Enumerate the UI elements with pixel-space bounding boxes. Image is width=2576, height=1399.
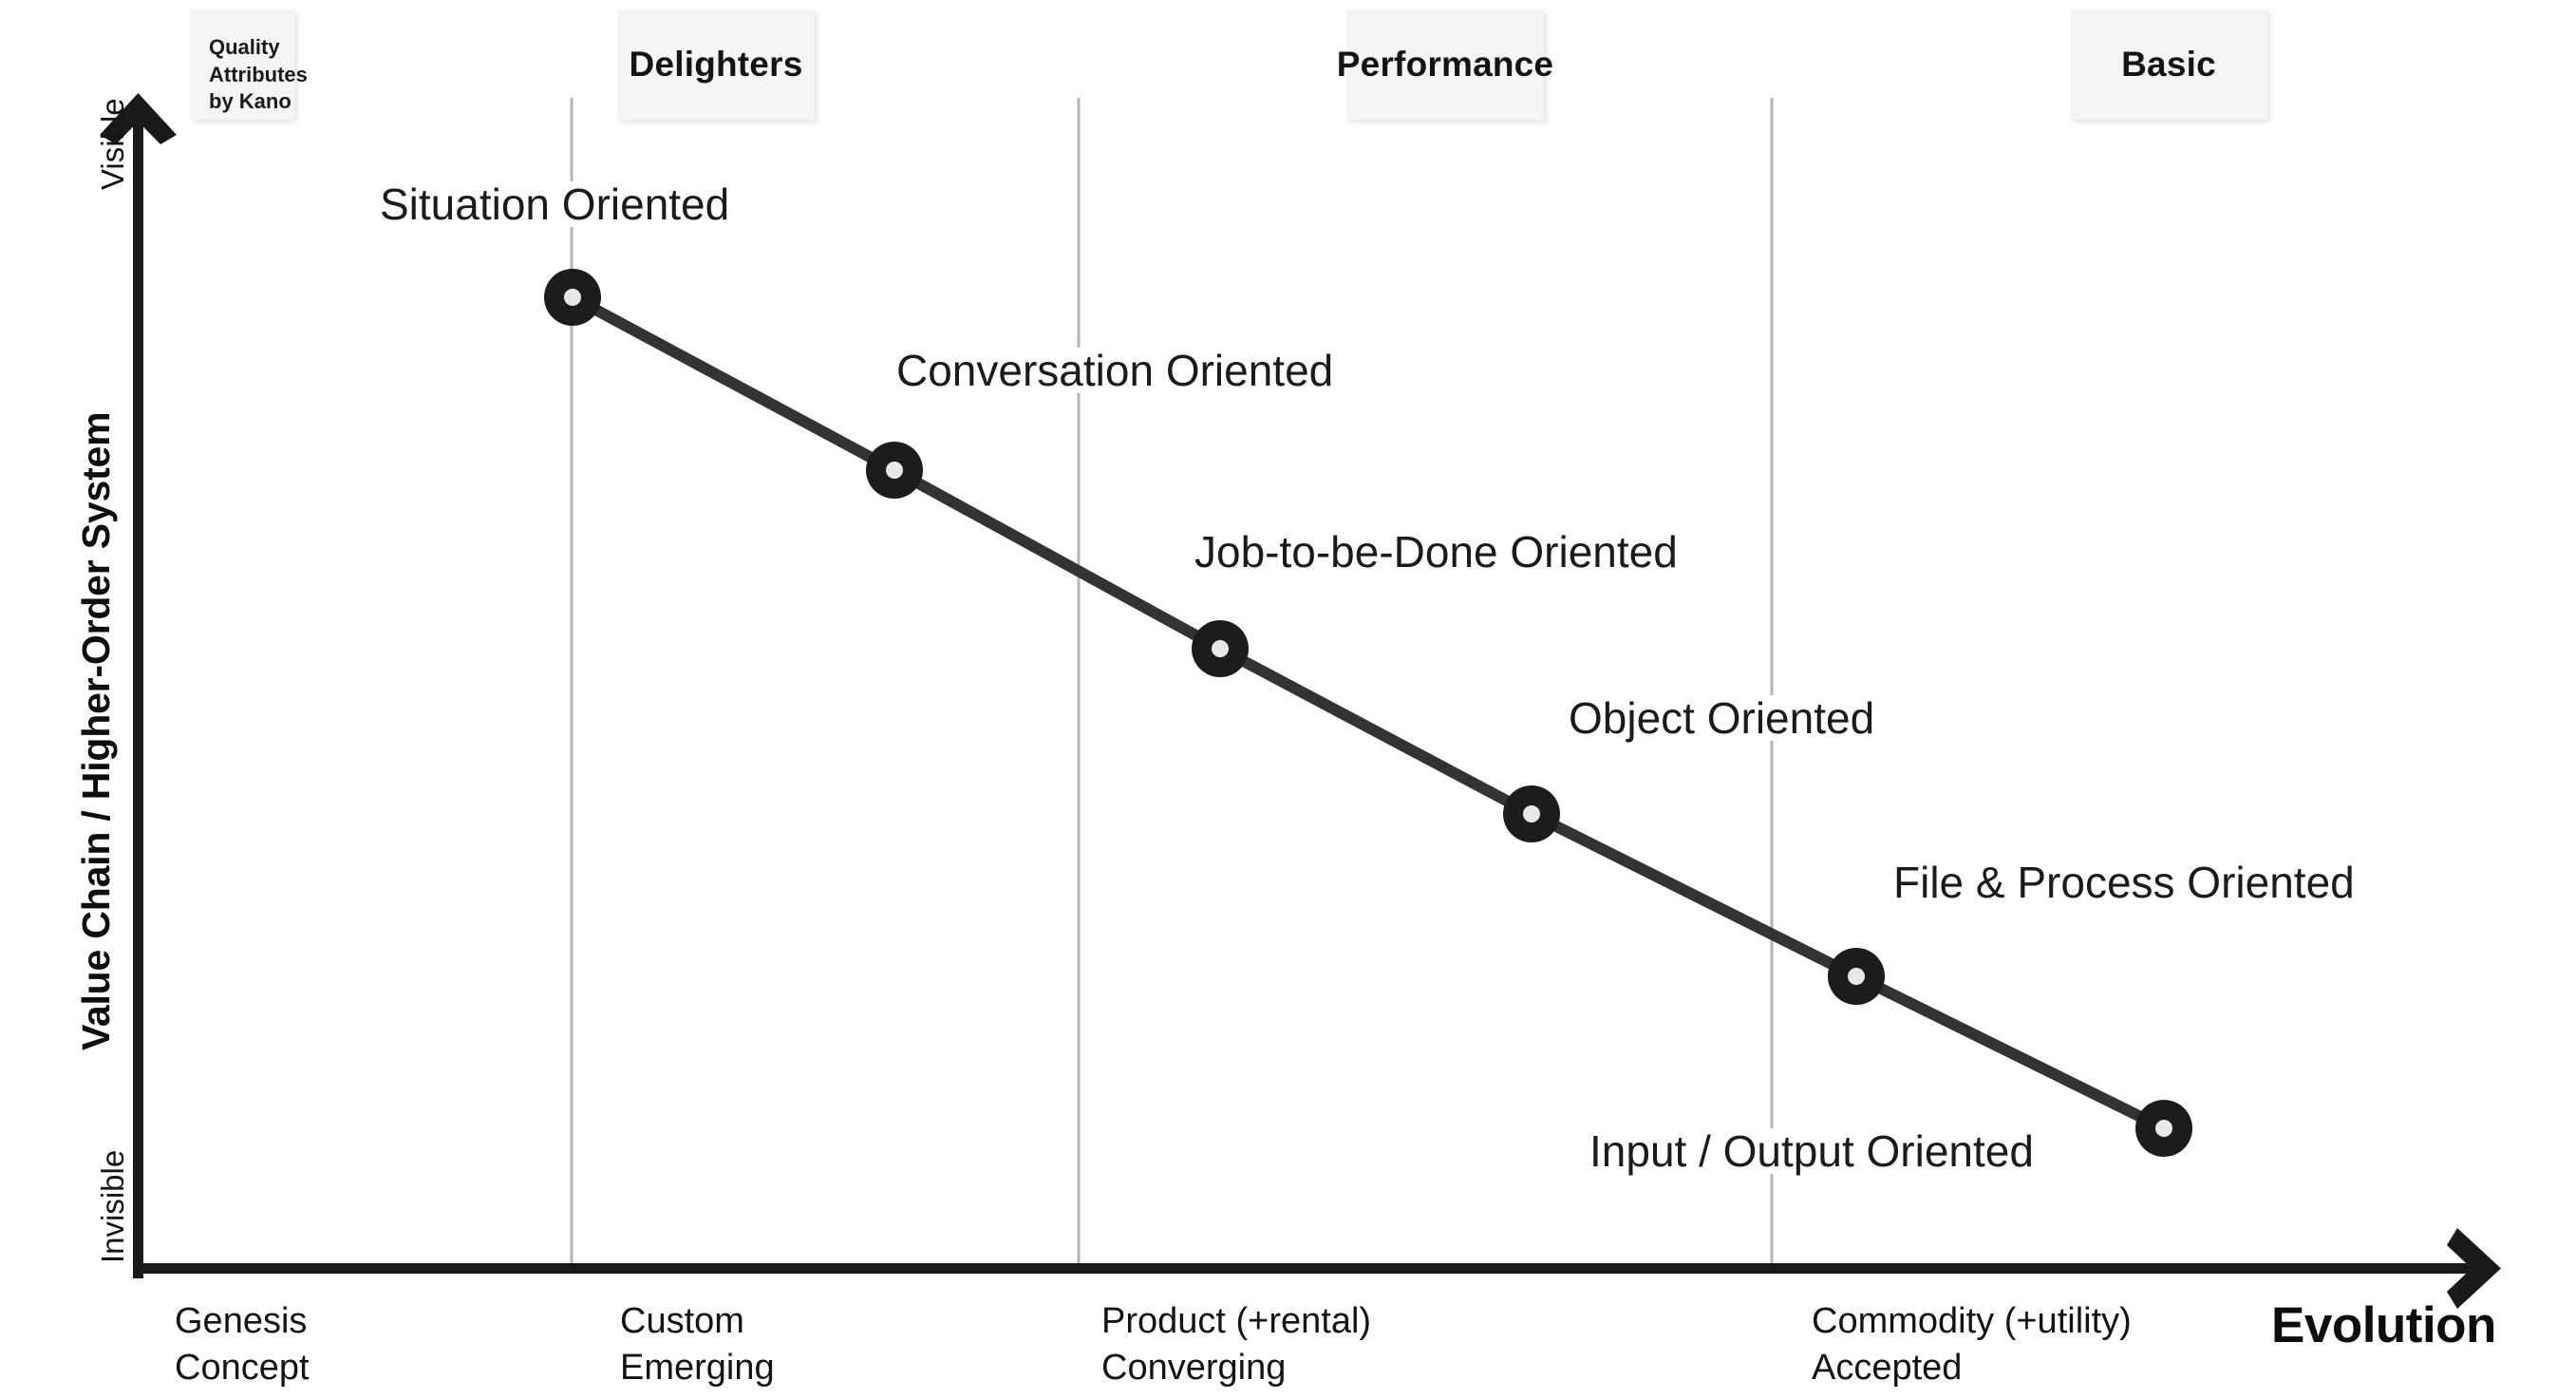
data-point[interactable]: [1503, 785, 1560, 842]
data-point[interactable]: [866, 442, 923, 499]
series-line: [567, 292, 2170, 1134]
band-basic: Basic: [2070, 9, 2267, 120]
x-tick-genesis: Genesis Concept: [175, 1301, 310, 1388]
x-axis: [133, 1228, 2501, 1309]
data-point[interactable]: [1828, 948, 1885, 1005]
data-point[interactable]: [2135, 1100, 2192, 1157]
data-point[interactable]: [544, 269, 601, 326]
kano-note-text: Quality Attributes by Kano: [209, 35, 308, 114]
band-basic-label: Basic: [2121, 45, 2216, 84]
band-performance-label: Performance: [1336, 45, 1554, 84]
data-points: [544, 269, 2192, 1157]
kano-note-box: Quality Attributes by Kano: [190, 9, 308, 120]
gridlines: [570, 98, 1774, 1271]
point-label-input-output-oriented: Input / Output Oriented: [1584, 1128, 2040, 1174]
x-tick-commodity: Commodity (+utility) Accepted: [1812, 1301, 2132, 1388]
data-point[interactable]: [1192, 620, 1249, 677]
x-tick-product: Product (+rental) Converging: [1101, 1301, 1372, 1388]
x-axis-title: Evolution: [2271, 1297, 2496, 1353]
y-tick-invisible: Invisible: [95, 1149, 130, 1263]
point-label-conversation-oriented: Conversation Oriented: [891, 348, 1340, 393]
band-delighters: Delighters: [617, 9, 815, 120]
band-performance: Performance: [1337, 9, 1553, 120]
y-tick-visible: Visible: [95, 98, 130, 190]
band-delighters-label: Delighters: [629, 45, 803, 84]
point-label-job-to-be-done-oriented: Job-to-be-Done Oriented: [1189, 529, 1683, 575]
point-label-object-oriented: Object Oriented: [1563, 695, 1881, 741]
y-axis: [100, 93, 177, 1278]
y-axis-title: Value Chain / Higher-Order System: [74, 411, 118, 1050]
point-label-file-process-oriented: File & Process Oriented: [1888, 860, 2360, 905]
point-label-situation-oriented: Situation Oriented: [374, 181, 736, 227]
x-tick-custom: Custom Emerging: [620, 1301, 775, 1388]
